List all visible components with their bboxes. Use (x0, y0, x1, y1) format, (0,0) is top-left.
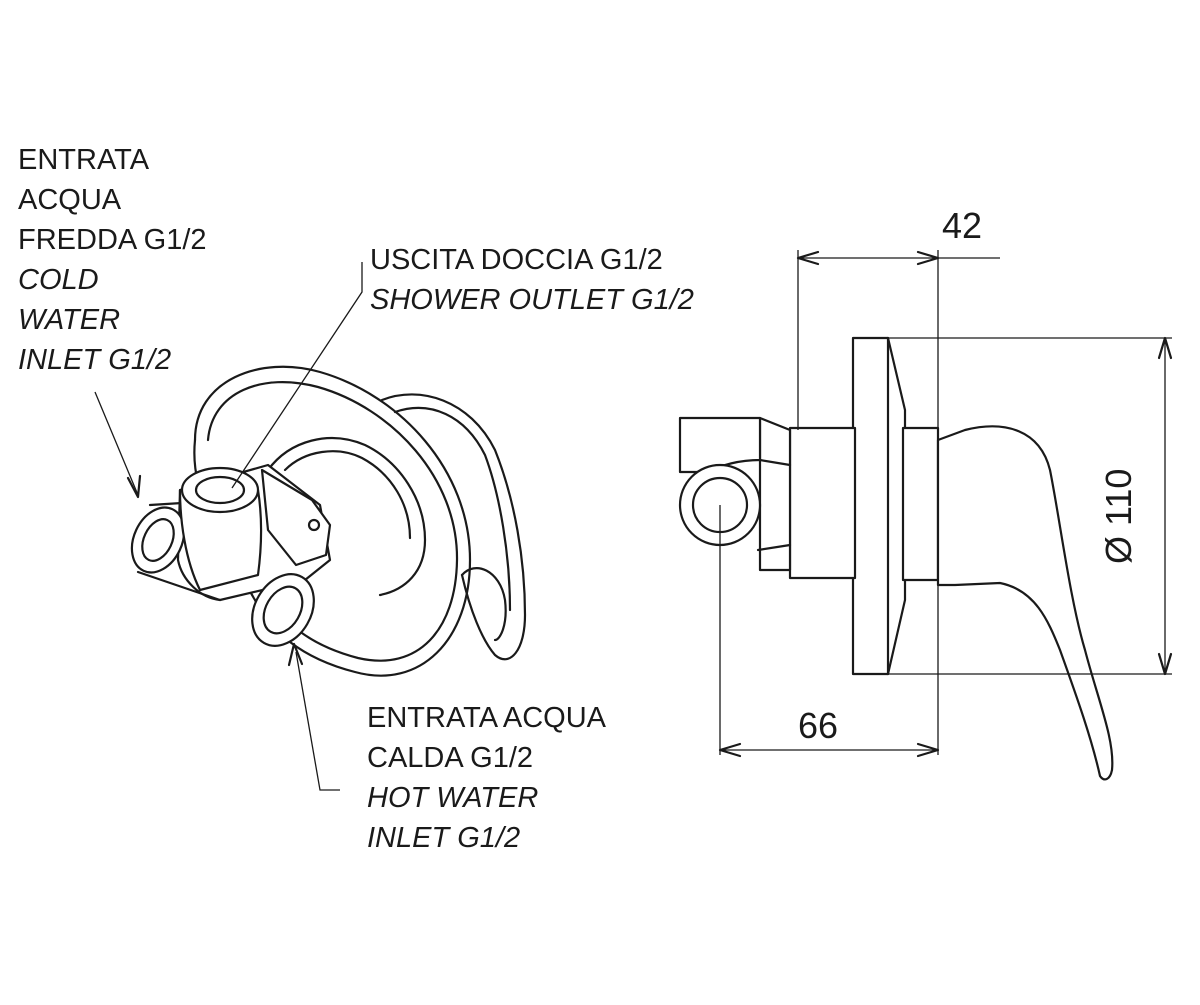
shower-outlet-tube (178, 488, 263, 592)
mounting-bracket (260, 468, 332, 567)
hot-inlet-it-line: ENTRATA ACQUA (367, 702, 607, 734)
lever-tip (460, 567, 507, 642)
side-plate (851, 336, 890, 676)
dim-arrow-110-top (1157, 336, 1173, 360)
hot-inlet-en-line: INLET G1/2 (367, 822, 521, 854)
body-collar (266, 437, 427, 597)
hot-inlet-bore (262, 585, 304, 635)
bracket-screw (307, 518, 321, 532)
hot-leader (295, 651, 340, 791)
shower-outlet-label: USCITA DOCCIA G1/2 SHOWER OUTLET G1/2 (370, 240, 694, 320)
shower-outlet-port (180, 466, 260, 514)
dim-arrow-42-left (796, 250, 820, 266)
side-body (788, 426, 857, 580)
cold-arrow (126, 474, 142, 499)
cold-inlet-it-line: FREDDA G1/2 (18, 224, 207, 256)
dimension-66: 66 (798, 705, 839, 746)
dim-arrow-42-right (916, 250, 940, 266)
cold-inlet-it-line: ENTRATA (18, 144, 150, 176)
cold-inlet-label: ENTRATA ACQUA FREDDA G1/2 COLD WATER INL… (18, 140, 207, 380)
hot-arrow (287, 642, 304, 667)
dim-arrow-66-left (718, 742, 742, 758)
side-outlet (758, 416, 792, 572)
cold-leader (94, 391, 139, 496)
body-collar-inner (283, 450, 412, 540)
perspective-view (94, 262, 527, 791)
lever-handle (380, 393, 527, 661)
hot-inlet-it-line: CALDA G1/2 (367, 742, 534, 774)
shower-outlet-en-line: SHOWER OUTLET G1/2 (370, 284, 694, 316)
side-connector (756, 458, 792, 552)
dim-arrow-66-right (916, 742, 940, 758)
rosette-inner (206, 381, 459, 662)
dimension-42: 42 (942, 205, 983, 246)
shower-outlet-it-line: USCITA DOCCIA G1/2 (370, 244, 663, 276)
cold-inlet-en-line: COLD (18, 264, 99, 296)
shower-outlet-bore (194, 475, 246, 505)
side-view (678, 250, 1173, 781)
hot-inlet-en-line: HOT WATER (367, 782, 539, 814)
lever-handle-inner (393, 407, 512, 612)
shower-leader (231, 262, 363, 489)
cold-inlet-en-line: WATER (18, 304, 121, 336)
cold-inlet-en-line: INLET G1/2 (18, 344, 172, 376)
side-collar (901, 426, 940, 582)
hot-inlet-label: ENTRATA ACQUA CALDA G1/2 HOT WATER INLET… (367, 698, 606, 858)
cold-inlet-bore (141, 518, 175, 562)
dim-arrow-110-bottom (1157, 652, 1173, 676)
cold-inlet-it-line: ACQUA (18, 184, 122, 216)
side-outlet-cap (678, 416, 762, 474)
dimension-diameter-110: Ø 110 (1098, 468, 1139, 564)
side-lever (936, 425, 1114, 781)
